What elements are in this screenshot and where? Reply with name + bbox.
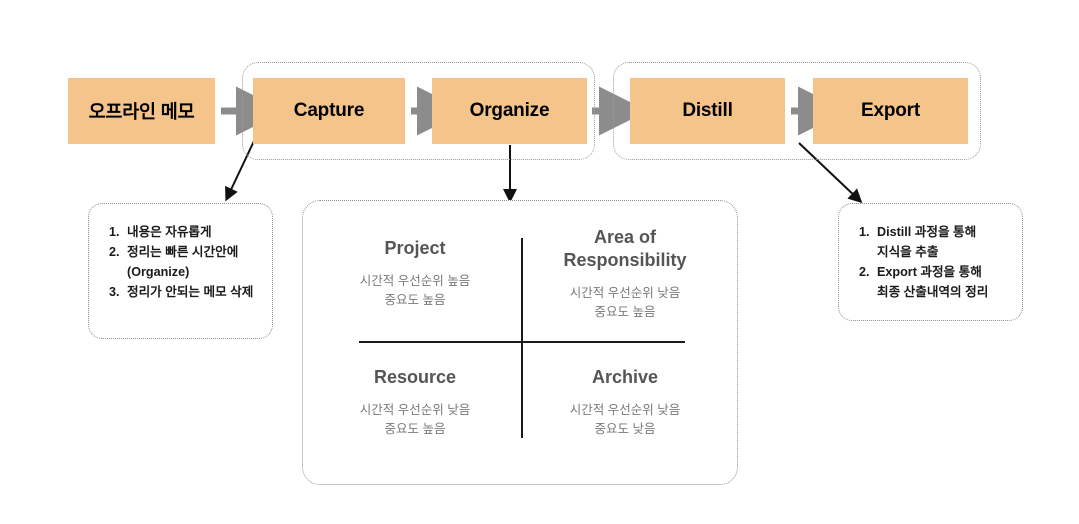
quadrant-area-title-line2: Responsibility — [563, 250, 687, 270]
export-note-item-2: Export 과정을 통해 — [877, 265, 982, 279]
quadrant-resource-line2: 중요도 높음 — [384, 422, 446, 436]
quadrant-project-title: Project — [384, 238, 446, 258]
list-item: Export 과정을 통해 최종 산출내역의 정리 — [873, 262, 1012, 302]
quadrant-vertical-divider — [521, 238, 523, 438]
capture-note-item-1: 내용은 자유롭게 — [127, 225, 212, 239]
quadrant-area-line2: 중요도 높음 — [594, 305, 656, 319]
process-box-export[interactable]: Export — [813, 78, 968, 144]
process-box-capture[interactable]: Capture — [253, 78, 405, 144]
process-box-offline-memo[interactable]: 오프라인 메모 — [68, 78, 215, 144]
quadrant-area-title: Area of Responsibility — [525, 226, 725, 272]
capture-note-item-3: 정리가 안되는 메모 삭제 — [127, 285, 254, 299]
quadrant-horizontal-divider — [359, 341, 685, 343]
list-item: 정리가 안되는 메모 삭제 — [123, 282, 262, 302]
distill-export-group — [613, 62, 981, 160]
quadrant-area-line1: 시간적 우선순위 낮음 — [569, 286, 681, 300]
capture-note-item-2-sub: (Organize) — [127, 265, 190, 279]
capture-note-item-2: 정리는 빠른 시간안에 — [127, 245, 239, 259]
quadrant-area-of-responsibility: Area of Responsibility 시간적 우선순위 낮음 중요도 높… — [525, 226, 725, 322]
quadrant-archive-line2: 중요도 낮음 — [594, 422, 656, 436]
export-note-item-2-sub: 최종 산출내역의 정리 — [877, 285, 989, 299]
quadrant-project-line2: 중요도 높음 — [384, 293, 446, 307]
para-quadrant-card: Project 시간적 우선순위 높음 중요도 높음 Area of Respo… — [302, 200, 738, 485]
export-note-item-1: Distill 과정을 통해 — [877, 225, 977, 239]
quadrant-resource-line1: 시간적 우선순위 낮음 — [359, 403, 471, 417]
quadrant-resource-title: Resource — [373, 367, 457, 387]
quadrant-project: Project 시간적 우선순위 높음 중요도 높음 — [315, 237, 515, 310]
quadrant-archive-line1: 시간적 우선순위 낮음 — [569, 403, 681, 417]
quadrant-area-title-line1: Area of — [593, 227, 656, 247]
list-item: Distill 과정을 통해 지식을 추출 — [873, 222, 1012, 262]
quadrant-archive: Archive 시간적 우선순위 낮음 중요도 낮음 — [525, 366, 725, 439]
list-item: 정리는 빠른 시간안에 (Organize) — [123, 242, 262, 282]
quadrant-resource: Resource 시간적 우선순위 낮음 중요도 높음 — [315, 366, 515, 439]
list-item: 내용은 자유롭게 — [123, 222, 262, 242]
export-note-card: Distill 과정을 통해 지식을 추출 Export 과정을 통해 최종 산… — [838, 203, 1023, 321]
process-box-distill[interactable]: Distill — [630, 78, 785, 144]
capture-organize-group — [242, 62, 595, 160]
process-box-organize[interactable]: Organize — [432, 78, 587, 144]
export-note-item-1-sub: 지식을 추출 — [877, 245, 939, 259]
capture-note-card: 내용은 자유롭게 정리는 빠른 시간안에 (Organize) 정리가 안되는 … — [88, 203, 273, 339]
quadrant-project-line1: 시간적 우선순위 높음 — [359, 274, 471, 288]
quadrant-archive-title: Archive — [591, 367, 659, 387]
